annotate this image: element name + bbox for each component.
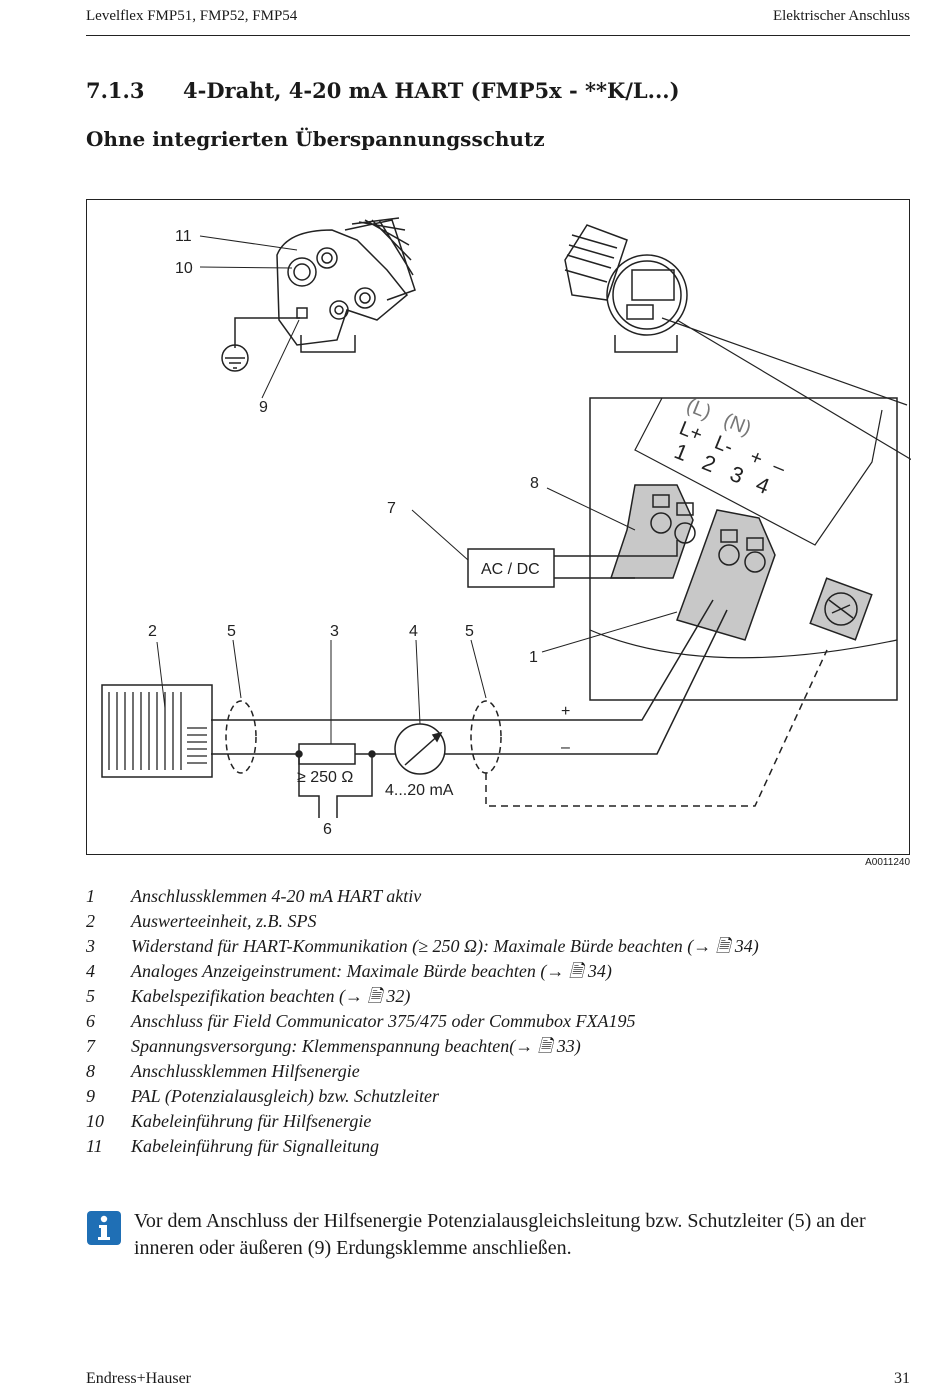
info-note-text: Vor dem Anschluss der Hilfsenergie Poten… <box>134 1210 866 1259</box>
callout-2: 2 <box>148 623 157 640</box>
terminal-2-label: 2 <box>699 450 720 478</box>
legend-text: PAL (Potenzialausgleich) bzw. Schutzleit… <box>131 1086 439 1106</box>
legend-number: 4 <box>86 961 95 981</box>
legend-item: 4 Analoges Anzeigeinstrument: Maximale Bü… <box>86 959 759 984</box>
legend-text: Anschlussklemmen Hilfsenergie <box>131 1061 360 1081</box>
wiring-diagram: 11 10 9 7 8 2 5 3 4 5 1 6 AC / DC ≥ 250 … <box>86 199 911 855</box>
callout-5a: 5 <box>227 623 236 640</box>
section-number: 7.1.3 <box>86 78 145 103</box>
legend-text: Kabeleinführung für Signalleitung <box>131 1136 379 1156</box>
meter-symbol <box>394 723 446 775</box>
legend-number: 6 <box>86 1011 95 1031</box>
legend-number: 10 <box>86 1111 104 1131</box>
plus-label: + <box>561 703 570 720</box>
callout-9: 9 <box>259 399 268 416</box>
power-supply-box <box>467 548 555 588</box>
legend-number: 11 <box>86 1136 103 1156</box>
legend-number: 9 <box>86 1086 95 1106</box>
terminal-3-label: 3 <box>726 461 747 489</box>
legend-number: 1 <box>86 886 95 906</box>
header-rule <box>86 35 910 36</box>
legend-number: 7 <box>86 1036 95 1056</box>
legend-item: 1 Anschlussklemmen 4-20 mA HART aktiv <box>86 884 759 909</box>
callout-7: 7 <box>387 500 396 517</box>
header-left: Levelflex FMP51, FMP52, FMP54 <box>86 8 298 24</box>
legend-text: Anschlussklemmen 4-20 mA HART aktiv <box>131 886 422 906</box>
legend-item: 6 Anschluss für Field Communicator 375/47… <box>86 1009 759 1034</box>
terminal-4-label: 4 <box>752 471 773 499</box>
legend-item: 9 PAL (Potenzialausgleich) bzw. Schutzlei… <box>86 1084 759 1109</box>
legend-item: 7 Spannungsversorgung: Klemmenspannung be… <box>86 1034 759 1059</box>
power-supply-label: AC / DC <box>481 561 540 578</box>
info-note: Vor dem Anschluss der Hilfsenergie Poten… <box>86 1208 910 1262</box>
legend-number: 3 <box>86 936 95 956</box>
legend-text: Kabeleinführung für Hilfsenergie <box>131 1111 372 1131</box>
legend-text: Auswerteeinheit, z.B. SPS <box>131 911 317 931</box>
legend-item: 2 Auswerteeinheit, z.B. SPS <box>86 909 759 934</box>
plc-unit <box>101 684 213 778</box>
meter-label: 4...20 mA <box>385 782 454 799</box>
terminal-detail-box <box>589 397 898 701</box>
info-icon <box>87 1211 121 1245</box>
ground-icon <box>221 317 300 372</box>
legend-number: 2 <box>86 911 95 931</box>
minus-label: – <box>561 739 570 756</box>
legend-text: Kabelspezifikation beachten (→ 🗎 32) <box>131 986 411 1006</box>
callout-4: 4 <box>409 623 418 640</box>
legend-text: Spannungsversorgung: Klemmenspannung bea… <box>131 1036 581 1056</box>
housing-side-view <box>276 217 416 353</box>
header-right: Elektrischer Anschluss <box>772 8 910 24</box>
callout-10: 10 <box>175 260 193 277</box>
legend-item: 5 Kabelspezifikation beachten (→ 🗎 32) <box>86 984 759 1009</box>
terminal-1-label: 1 <box>671 438 692 466</box>
callout-8: 8 <box>530 475 539 492</box>
resistor-symbol <box>298 743 356 765</box>
legend-item: 8 Anschlussklemmen Hilfsenergie <box>86 1059 759 1084</box>
callout-5b: 5 <box>465 623 474 640</box>
legend-number: 5 <box>86 986 95 1006</box>
legend-item: 3 Widerstand für HART-Kommunikation (≥ 25… <box>86 934 759 959</box>
terminal-plus-label: + <box>747 446 766 471</box>
callout-6: 6 <box>323 821 332 838</box>
legend-text: Analoges Anzeigeinstrument: Maximale Bür… <box>131 961 612 981</box>
callout-3: 3 <box>330 623 339 640</box>
resistor-label: ≥ 250 Ω <box>297 769 353 786</box>
footer-brand: Endress+Hauser <box>86 1370 191 1387</box>
figure-code: A0011240 <box>865 857 910 868</box>
legend-text: Anschluss für Field Communicator 375/475… <box>131 1011 636 1031</box>
legend-number: 8 <box>86 1061 95 1081</box>
page-number: 31 <box>894 1370 910 1387</box>
callout-11: 11 <box>175 228 192 245</box>
callout-1: 1 <box>529 649 538 666</box>
section-title: 4-Draht, 4-20 mA HART (FMP5x - **K/L...) <box>183 78 680 103</box>
subsection-title: Ohne integrierten Überspannungsschutz <box>86 127 545 151</box>
legend-item: 10 Kabeleinführung für Hilfsenergie <box>86 1109 759 1134</box>
wiring-diagram-svg: 11 10 9 7 8 2 5 3 4 5 1 6 AC / DC ≥ 250 … <box>101 217 911 838</box>
legend-text: Widerstand für HART-Kommunikation (≥ 250… <box>131 936 759 956</box>
housing-front-view <box>564 224 911 461</box>
figure-legend: 1 Anschlussklemmen 4-20 mA HART aktiv 2 Aus… <box>86 884 759 1159</box>
legend-item: 11 Kabeleinführung für Signalleitung <box>86 1134 759 1159</box>
